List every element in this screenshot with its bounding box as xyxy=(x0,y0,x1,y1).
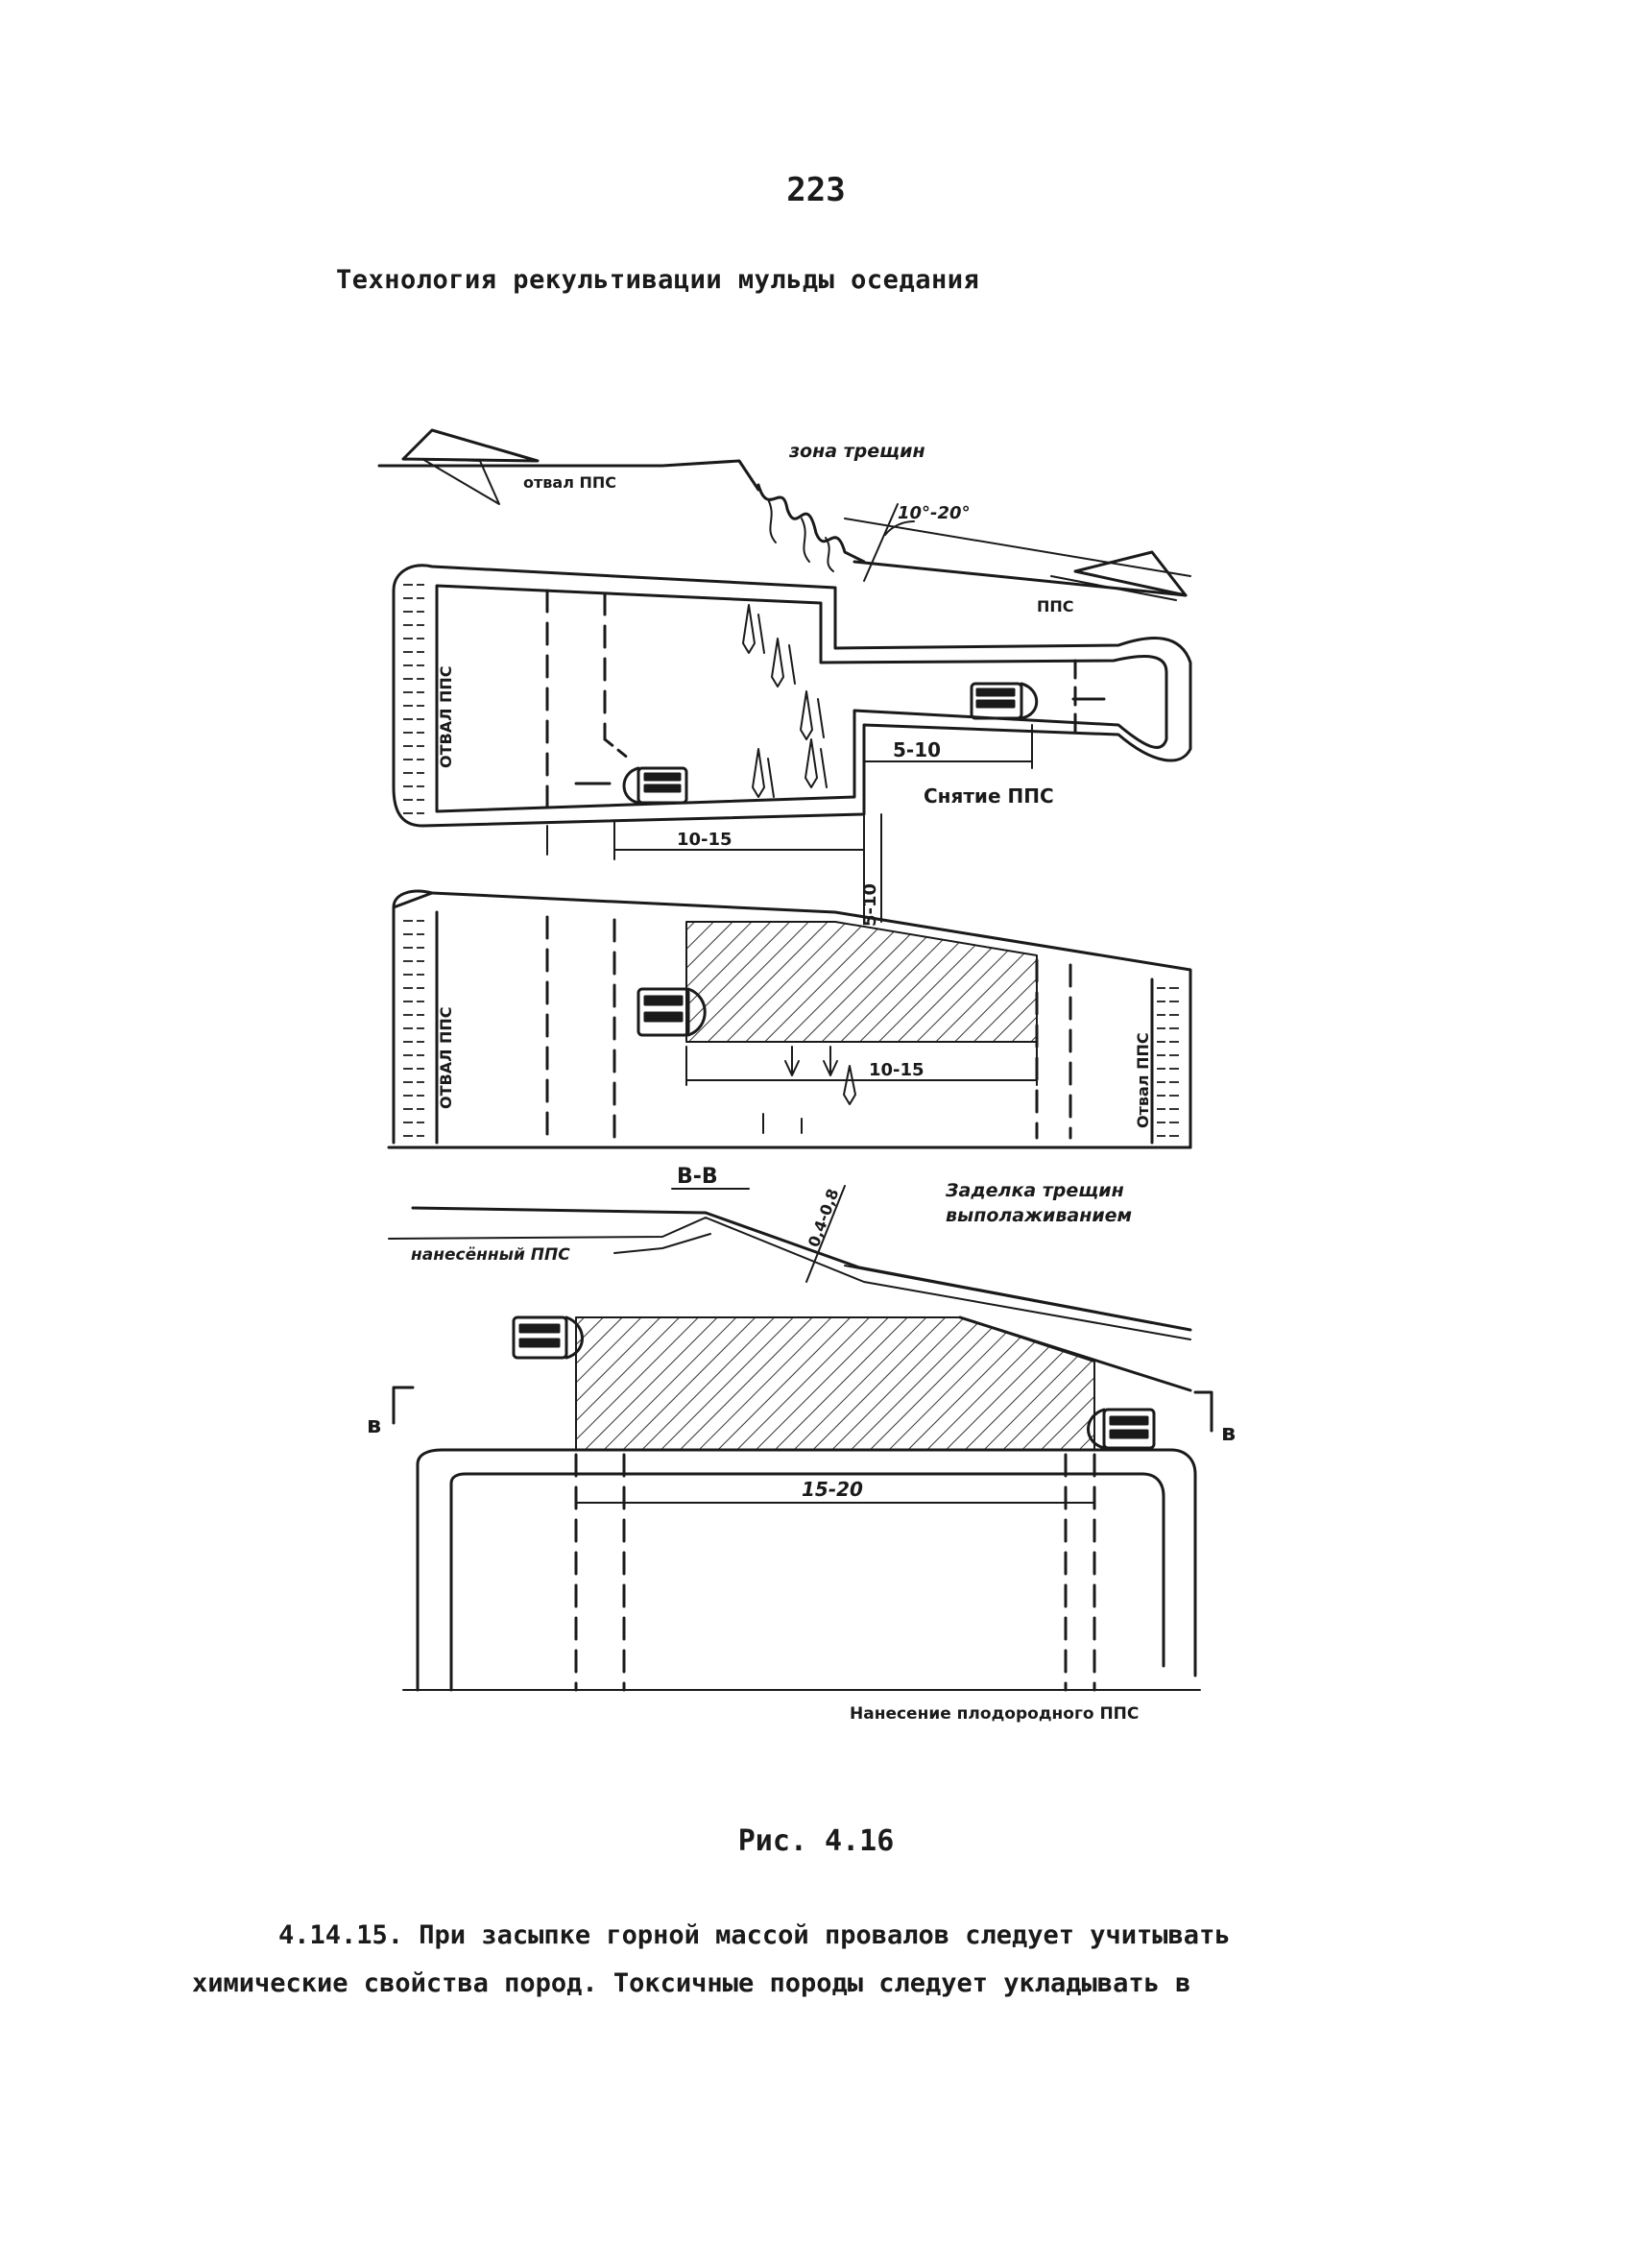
label-crack-sealing-2: выполаживанием xyxy=(946,1205,1132,1226)
label-applied-pps: нанесённый ППС xyxy=(411,1245,570,1265)
label-dim-10-15-mid: 10-15 xyxy=(869,1060,925,1080)
label-pps-dump-right-mid: Отвал ППС xyxy=(1134,1032,1152,1128)
label-crack-sealing-1: Заделка трещин xyxy=(945,1180,1124,1201)
label-pps-application: Нанесение плодородного ППС xyxy=(850,1704,1139,1724)
bulldozer-icon xyxy=(636,987,707,1037)
label-dim-section-vertical: 0,4-0,8 xyxy=(804,1186,843,1249)
label-pps-top-right: ППС xyxy=(1037,597,1074,615)
label-pps-dump-left-mid: ОТВАЛ ППС xyxy=(437,1007,455,1109)
label-slope-angle: 10°-20° xyxy=(898,503,971,523)
bulldozer-icon xyxy=(970,682,1106,720)
cross-section-bb xyxy=(388,1185,1192,1340)
bulldozer-icon xyxy=(512,1315,584,1360)
bulldozer-icon xyxy=(1087,1408,1156,1450)
label-dim-5-10-vertical: 5-10 xyxy=(860,883,880,927)
page-number: 223 xyxy=(786,171,846,209)
terrain-profile-top xyxy=(377,428,1191,601)
label-pps-dump-left-plan: ОТВАЛ ППС xyxy=(437,666,455,768)
label-dim-10-15-bottom: 10-15 xyxy=(677,830,732,850)
plan-pps-removal xyxy=(392,564,1192,923)
label-section-mark-left: в xyxy=(367,1411,381,1438)
label-crack-zone: зона трещин xyxy=(788,441,925,462)
body-text-line: химические свойства пород. Токсичные пор… xyxy=(192,1968,1191,1998)
plan-pps-application xyxy=(392,1315,1213,1692)
figure-caption: Рис. 4.16 xyxy=(737,1824,895,1858)
label-pps-removal: Снятие ППС xyxy=(924,784,1054,808)
label-section-mark-right: в xyxy=(1221,1419,1236,1446)
bulldozer-icon xyxy=(574,766,688,805)
label-section-bb: В-В xyxy=(677,1165,718,1189)
label-pps-dump-top: отвал ППС xyxy=(523,473,616,492)
label-dim-15-20: 15-20 xyxy=(802,1478,863,1501)
plan-crack-filling xyxy=(387,889,1192,1149)
figure-heading: Технология рекультивации мульды оседания xyxy=(336,265,980,295)
label-dim-5-10-top: 5-10 xyxy=(893,738,941,761)
body-text-line: 4.14.15. При засыпке горной массой прова… xyxy=(278,1920,1231,1950)
